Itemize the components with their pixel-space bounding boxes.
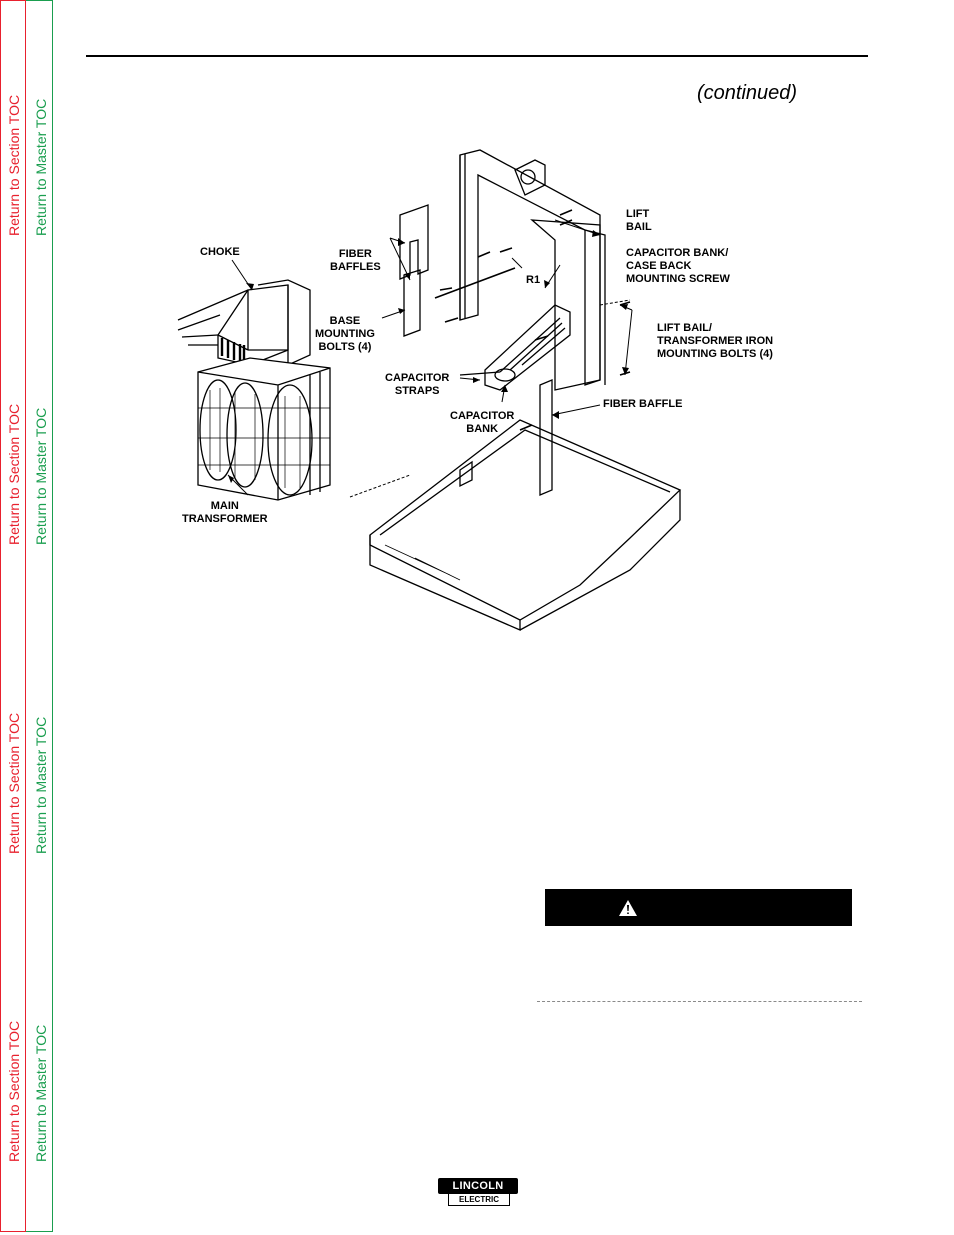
header-rule bbox=[86, 55, 868, 57]
return-to-section-toc-link-1[interactable]: Return to Section TOC bbox=[6, 94, 22, 236]
label-r1: R1 bbox=[526, 274, 541, 286]
logo-bottom-text: ELECTRIC bbox=[448, 1194, 510, 1206]
label-capacitor-bank: CAPACITOR BANK bbox=[450, 410, 515, 435]
return-to-master-toc-link-4[interactable]: Return to Master TOC bbox=[33, 1024, 49, 1162]
warning-triangle-icon bbox=[619, 900, 637, 916]
label-lift-bail: LIFT BAIL bbox=[626, 208, 652, 233]
logo-top-text: LINCOLN bbox=[438, 1178, 518, 1194]
label-fiber-baffles: FIBER BAFFLES bbox=[330, 248, 381, 273]
capacitor-bank-drawing bbox=[459, 304, 571, 391]
fiber-baffle-drawing bbox=[539, 379, 553, 496]
label-capacitor-bank-case-back: CAPACITOR BANK/ CASE BACK MOUNTING SCREW bbox=[626, 247, 730, 285]
return-to-section-toc-link-2[interactable]: Return to Section TOC bbox=[6, 403, 22, 545]
mounting-bolts-drawing bbox=[434, 209, 631, 431]
lincoln-electric-logo: LINCOLN ELECTRIC bbox=[438, 1178, 518, 1208]
arrowheads bbox=[228, 230, 629, 483]
label-lift-bail-transformer-bolts: LIFT BAIL/ TRANSFORMER IRON MOUNTING BOL… bbox=[657, 322, 774, 360]
main-transformer-drawing bbox=[197, 357, 331, 501]
label-fiber-baffle: FIBER BAFFLE bbox=[603, 398, 683, 410]
diagram-drawing bbox=[177, 149, 682, 631]
return-to-section-toc-link-4[interactable]: Return to Section TOC bbox=[6, 1020, 22, 1162]
master-toc-bar bbox=[26, 0, 53, 1232]
return-to-master-toc-link-3[interactable]: Return to Master TOC bbox=[33, 716, 49, 854]
exploded-assembly-diagram: CHOKE FIBER BAFFLES BASE MOUNTING BOLTS … bbox=[160, 140, 860, 640]
return-to-master-toc-link-1[interactable]: Return to Master TOC bbox=[33, 98, 49, 236]
choke-drawing bbox=[177, 279, 311, 367]
fiber-baffles-drawing bbox=[399, 204, 429, 337]
continued-label: (continued) bbox=[697, 82, 798, 104]
return-to-master-toc-link-2[interactable]: Return to Master TOC bbox=[33, 407, 49, 545]
label-base-mounting-bolts: BASE MOUNTING BOLTS (4) bbox=[315, 315, 375, 353]
lift-bail-frame-drawing bbox=[459, 149, 606, 391]
warning-bar bbox=[545, 889, 852, 926]
dashed-divider bbox=[537, 1001, 862, 1002]
label-choke: CHOKE bbox=[200, 246, 240, 258]
label-main-transformer: MAIN TRANSFORMER bbox=[182, 500, 268, 525]
label-capacitor-straps: CAPACITOR STRAPS bbox=[385, 372, 450, 397]
base-drawing bbox=[369, 419, 682, 631]
section-toc-bar bbox=[0, 0, 26, 1232]
return-to-section-toc-link-3[interactable]: Return to Section TOC bbox=[6, 712, 22, 854]
